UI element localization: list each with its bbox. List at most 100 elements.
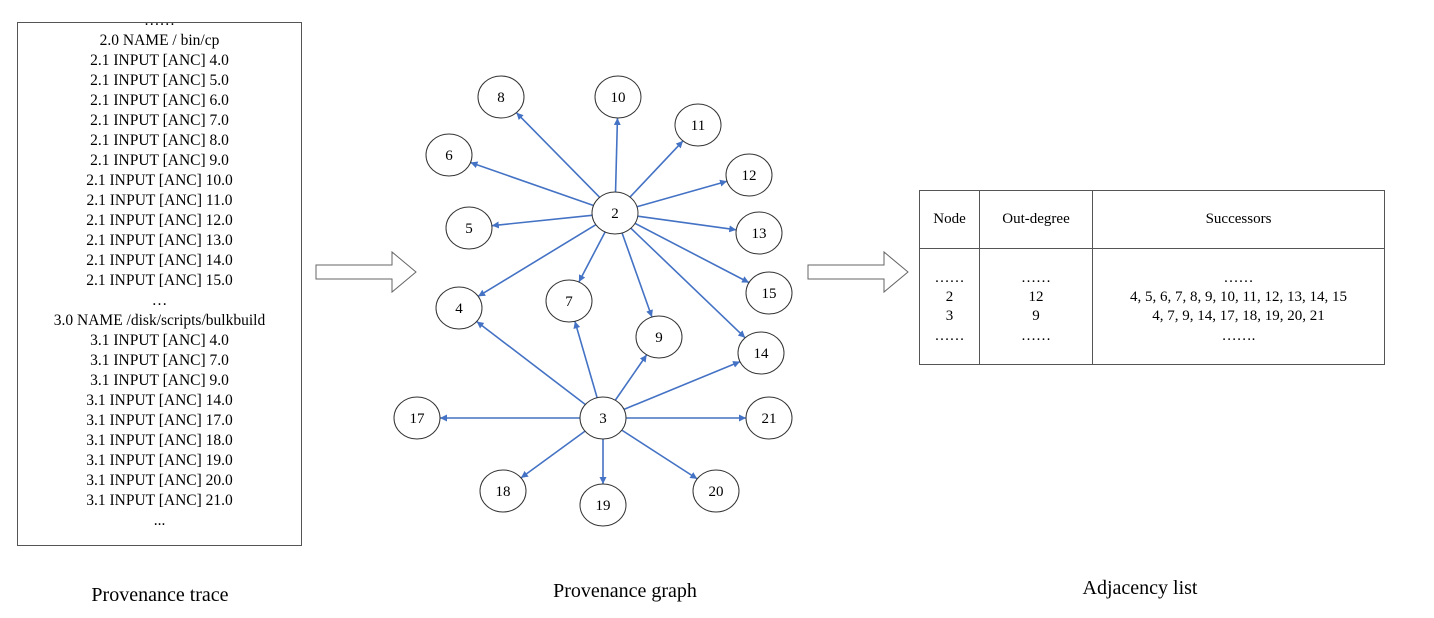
node-label: 14 bbox=[754, 346, 770, 362]
node-circle bbox=[725, 153, 773, 197]
graph-node-19: 19 bbox=[579, 483, 627, 527]
edge-2-to-6 bbox=[470, 161, 594, 207]
table-cell-node: …… bbox=[934, 328, 965, 344]
node-circle bbox=[674, 103, 722, 147]
header-node: Node bbox=[933, 211, 966, 227]
node-label: 20 bbox=[709, 484, 724, 500]
node-circle bbox=[692, 469, 740, 513]
edge-3-to-9 bbox=[614, 354, 648, 401]
edge-3-to-7 bbox=[573, 321, 598, 398]
graph-node-20: 20 bbox=[692, 469, 740, 513]
node-circle bbox=[579, 396, 627, 440]
edge-3-to-20 bbox=[621, 429, 698, 480]
table-cell-successors: 4, 5, 6, 7, 8, 9, 10, 11, 12, 13, 14, 15 bbox=[1130, 289, 1347, 305]
node-circle bbox=[445, 206, 493, 250]
table-cell-successors: …… bbox=[1223, 270, 1254, 286]
graph-node-6: 6 bbox=[425, 133, 473, 177]
edge-3-to-18 bbox=[520, 430, 586, 479]
table-divider bbox=[920, 248, 1384, 249]
graph-node-11: 11 bbox=[674, 103, 722, 147]
trace-line: 3.1 INPUT [ANC] 19.0 bbox=[86, 452, 233, 469]
graph-node-13: 13 bbox=[735, 211, 783, 255]
trace-line: 2.0 NAME / bin/cp bbox=[99, 32, 220, 49]
table-divider bbox=[979, 191, 980, 364]
node-label: 13 bbox=[752, 226, 767, 242]
trace-line: 3.1 INPUT [ANC] 18.0 bbox=[86, 432, 233, 449]
trace-line: 2.1 INPUT [ANC] 5.0 bbox=[90, 72, 229, 89]
node-label: 3 bbox=[599, 411, 607, 427]
node-circle bbox=[425, 133, 473, 177]
graph-node-3: 3 bbox=[579, 396, 627, 440]
trace-line: ... bbox=[153, 512, 166, 529]
trace-line: 2.1 INPUT [ANC] 7.0 bbox=[90, 112, 229, 129]
trace-line: 2.1 INPUT [ANC] 4.0 bbox=[90, 52, 229, 69]
node-circle bbox=[393, 396, 441, 440]
node-circle bbox=[594, 75, 642, 119]
table-cell-node: 3 bbox=[945, 308, 954, 324]
node-label: 21 bbox=[762, 411, 777, 427]
trace-line: …… bbox=[144, 12, 175, 29]
trace-line: 2.1 INPUT [ANC] 10.0 bbox=[86, 172, 233, 189]
graph-node-5: 5 bbox=[445, 206, 493, 250]
node-circle bbox=[591, 191, 639, 235]
graph-node-21: 21 bbox=[745, 396, 793, 440]
edge-2-to-4 bbox=[477, 223, 597, 298]
node-label: 7 bbox=[565, 294, 573, 310]
node-circle bbox=[745, 271, 793, 315]
edge-2-to-8 bbox=[515, 112, 601, 198]
edge-3-to-4 bbox=[476, 320, 586, 406]
graph-node-18: 18 bbox=[479, 469, 527, 513]
table-divider bbox=[1092, 191, 1093, 364]
node-label: 5 bbox=[465, 221, 473, 237]
edge-2-to-12 bbox=[636, 179, 728, 208]
trace-line: 2.1 INPUT [ANC] 9.0 bbox=[90, 152, 229, 169]
graph-node-7: 7 bbox=[545, 279, 593, 323]
node-label: 2 bbox=[611, 206, 619, 222]
graph-node-14: 14 bbox=[737, 331, 785, 375]
caption-provenance-trace: Provenance trace bbox=[91, 584, 229, 606]
node-label: 15 bbox=[762, 286, 777, 302]
node-circle bbox=[545, 279, 593, 323]
graph-node-4: 4 bbox=[435, 286, 483, 330]
table-cell-out-degree: 9 bbox=[1032, 308, 1040, 324]
table-cell-node: 2 bbox=[945, 289, 954, 305]
caption-provenance-graph: Provenance graph bbox=[553, 580, 697, 602]
node-circle bbox=[635, 315, 683, 359]
trace-line: 2.1 INPUT [ANC] 14.0 bbox=[86, 252, 233, 269]
node-circle bbox=[435, 286, 483, 330]
node-label: 4 bbox=[455, 301, 463, 317]
table-cell-out-degree: 12 bbox=[1028, 289, 1044, 305]
trace-line: 2.1 INPUT [ANC] 11.0 bbox=[86, 192, 233, 209]
edge-2-to-14 bbox=[630, 227, 746, 339]
node-circle bbox=[579, 483, 627, 527]
trace-line: 2.1 INPUT [ANC] 13.0 bbox=[86, 232, 233, 249]
trace-line: 3.1 INPUT [ANC] 9.0 bbox=[90, 372, 229, 389]
node-label: 6 bbox=[445, 148, 453, 164]
node-label: 18 bbox=[496, 484, 511, 500]
node-circle bbox=[477, 75, 525, 119]
trace-line: 3.1 INPUT [ANC] 14.0 bbox=[86, 392, 233, 409]
edge-2-to-7 bbox=[578, 231, 606, 283]
graph-node-9: 9 bbox=[635, 315, 683, 359]
node-circle bbox=[737, 331, 785, 375]
table-cell-successors: 4, 7, 9, 14, 17, 18, 19, 20, 21 bbox=[1152, 308, 1325, 324]
graph-node-8: 8 bbox=[477, 75, 525, 119]
table-cell-out-degree: …… bbox=[1021, 328, 1051, 344]
trace-line: 2.1 INPUT [ANC] 6.0 bbox=[90, 92, 229, 109]
node-label: 17 bbox=[410, 411, 426, 427]
edge-2-to-10 bbox=[613, 117, 621, 193]
header-successors: Successors bbox=[1205, 211, 1272, 227]
table-cell-node: …… bbox=[934, 270, 965, 286]
trace-line: 3.1 INPUT [ANC] 7.0 bbox=[90, 352, 229, 369]
trace-line: 3.1 INPUT [ANC] 4.0 bbox=[90, 332, 229, 349]
trace-line: 3.1 INPUT [ANC] 17.0 bbox=[86, 412, 233, 429]
node-label: 10 bbox=[611, 90, 626, 106]
edge-2-to-13 bbox=[637, 215, 737, 233]
graph-node-17: 17 bbox=[393, 396, 441, 440]
edge-2-to-9 bbox=[621, 232, 653, 318]
node-label: 11 bbox=[691, 118, 705, 134]
right-arrow-icon bbox=[807, 250, 909, 294]
node-circle bbox=[479, 469, 527, 513]
